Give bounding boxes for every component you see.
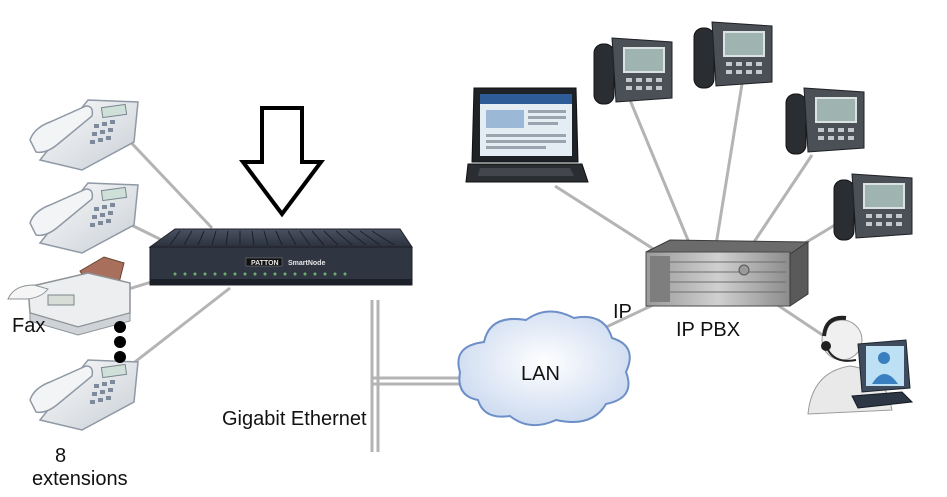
analog-phone-2 bbox=[29, 182, 139, 254]
down-arrow-icon bbox=[239, 106, 325, 218]
link-phone7-pbx bbox=[748, 154, 814, 249]
device-model: SmartNode bbox=[288, 260, 325, 267]
gigabit-ethernet-label: Gigabit Ethernet bbox=[222, 408, 367, 430]
analog-phone-4 bbox=[29, 359, 139, 431]
link-phone6-pbx bbox=[714, 83, 744, 246]
ip-pbx-label: IP PBX bbox=[676, 319, 741, 341]
more-extensions-dots bbox=[114, 321, 126, 363]
fax-label: Fax bbox=[12, 315, 46, 337]
lan-label: LAN bbox=[521, 363, 560, 385]
server-icon bbox=[645, 239, 810, 307]
link-pbx-operator bbox=[769, 298, 831, 342]
laptop-icon bbox=[465, 87, 589, 183]
gateway-device: PATTON SmartNode bbox=[148, 228, 413, 286]
link-phone1-gateway bbox=[120, 131, 214, 230]
cloud-icon bbox=[457, 310, 631, 427]
fax-machine-icon bbox=[7, 256, 131, 336]
ip-phone-2 bbox=[693, 21, 773, 89]
ip-label: IP bbox=[613, 301, 632, 323]
analog-phone-1 bbox=[29, 99, 139, 171]
device-brand: PATTON bbox=[251, 260, 279, 267]
ip-phone-1 bbox=[593, 37, 673, 105]
link-laptop-pbx bbox=[554, 184, 656, 252]
link-phone5-pbx bbox=[628, 99, 692, 246]
operator-icon bbox=[807, 315, 914, 415]
link-phone4-gateway bbox=[121, 286, 231, 374]
ip-phone-3 bbox=[785, 87, 865, 155]
ip-phone-4 bbox=[833, 173, 913, 241]
extensions-count-label: 8 bbox=[55, 445, 67, 467]
extensions-label: extensions bbox=[32, 468, 128, 490]
